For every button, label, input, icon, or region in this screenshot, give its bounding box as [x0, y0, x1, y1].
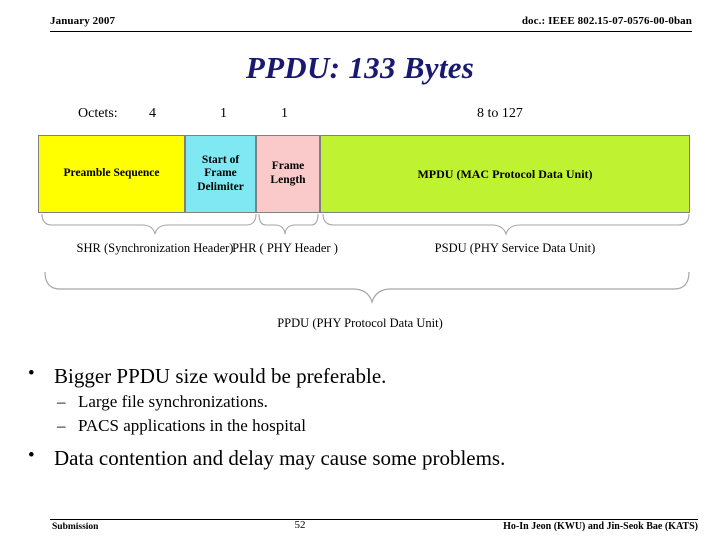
header-divider	[50, 31, 692, 32]
frame-block-frame-length: Frame Length	[256, 135, 320, 213]
brace-ppdu	[44, 271, 690, 305]
header-date: January 2007	[50, 15, 116, 27]
footer-page-number: 52	[294, 519, 306, 531]
brace-phr	[258, 213, 319, 235]
header-document-id: doc.: IEEE 802.15-07-0576-00-0ban	[521, 15, 692, 27]
frame-block-mpdu: MPDU (MAC Protocol Data Unit)	[320, 135, 690, 213]
bullet-item-1: Bigger PPDU size would be preferable.	[0, 363, 720, 389]
octets-mpdu-count: 8 to 127	[477, 106, 523, 121]
brace-label-phr: PHR ( PHY Header )	[232, 241, 338, 255]
octets-preamble-count: 4	[149, 106, 156, 121]
bullet-list: Bigger PPDU size would be preferable. La…	[0, 363, 720, 473]
bullet-item-3: PACS applications in the hospital	[0, 416, 720, 437]
octets-sfd-count: 1	[220, 106, 227, 121]
octets-label: Octets:	[78, 106, 118, 121]
brace-shr	[41, 213, 257, 235]
brace-label-psdu: PSDU (PHY Service Data Unit)	[434, 241, 596, 255]
brace-label-shr: SHR (Synchronization Header)	[76, 241, 234, 255]
bullet-item-2: Large file synchronizations.	[0, 392, 720, 413]
octet-row: Octets: 4 1 1 8 to 127	[0, 106, 720, 128]
brace-psdu	[322, 213, 690, 236]
frame-block-start-of-frame-delimiter: Start of Frame Delimiter	[185, 135, 256, 213]
ppdu-frame-diagram: Preamble Sequence Start of Frame Delimit…	[38, 135, 690, 213]
page-title: PPDU: 133 Bytes	[245, 50, 475, 85]
brace-label-ppdu: PPDU (PHY Protocol Data Unit)	[277, 316, 443, 330]
footer-submission-label: Submission	[52, 522, 99, 532]
footer-divider	[50, 519, 698, 520]
frame-block-preamble: Preamble Sequence	[38, 135, 185, 213]
bullet-item-4: Data contention and delay may cause some…	[0, 445, 720, 471]
octets-frame-length-count: 1	[281, 106, 288, 121]
footer-authors: Ho-In Jeon (KWU) and Jin-Seok Bae (KATS)	[503, 521, 698, 532]
